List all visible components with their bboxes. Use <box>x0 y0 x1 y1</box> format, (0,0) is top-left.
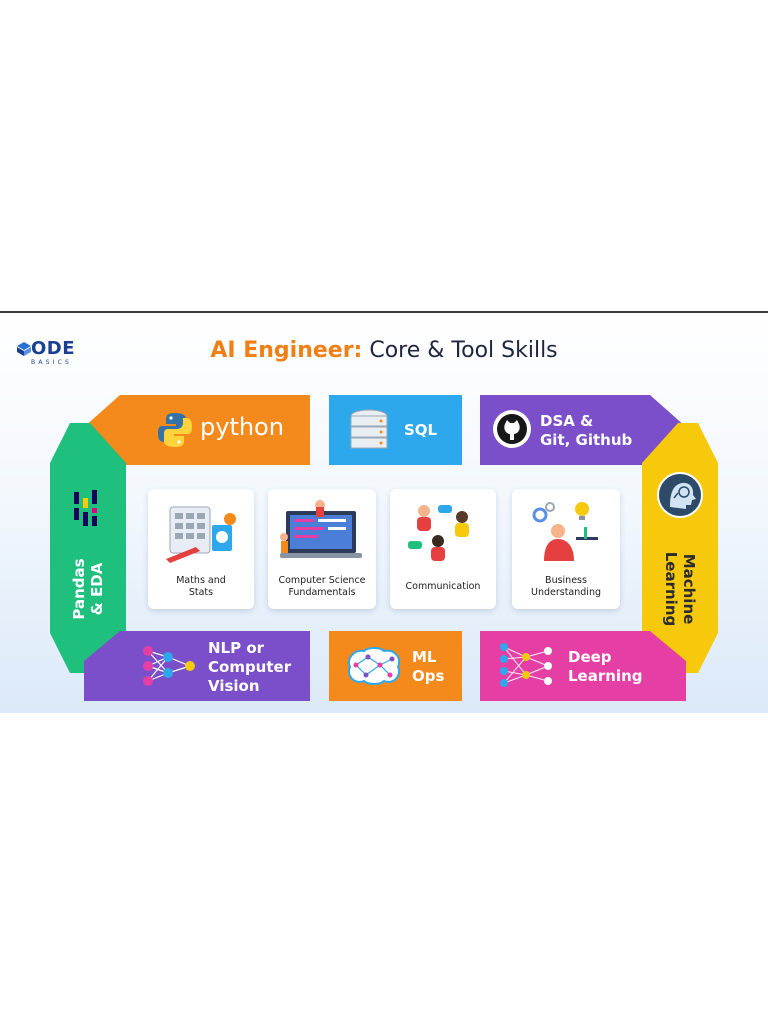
deep-label-line1: Deep <box>568 648 612 666</box>
nlp-label-line2: Computer <box>208 658 292 676</box>
core-label-maths-line2: Stats <box>188 587 214 598</box>
page-title: AI Engineer: Core & Tool Skills <box>0 337 768 365</box>
pandas-label: Pandas & EDA <box>70 547 106 631</box>
brain-icon <box>348 647 400 685</box>
nlp-label-line1: NLP or <box>208 639 265 657</box>
database-icon <box>350 409 388 449</box>
core-label-communication-line1: Communication <box>405 581 481 592</box>
dsa-label-line1: DSA & <box>540 412 594 430</box>
deep-block <box>480 631 686 701</box>
core-label-cs-line1: Computer Science <box>278 575 366 586</box>
core-card-communication: Communication <box>390 489 496 609</box>
ml-label-line1: Machine <box>680 553 698 625</box>
neural-network-icon <box>143 646 195 686</box>
title-accent: AI Engineer: <box>210 338 363 363</box>
core-label-cs-line2: Fundamentals <box>288 587 356 598</box>
nlp-block <box>84 631 310 701</box>
dsa-label-line2: Git, Github <box>540 431 633 449</box>
communication-illustration <box>408 505 469 561</box>
core-label-maths: Maths and Stats <box>150 575 252 599</box>
sql-label: SQL <box>404 421 438 439</box>
top-divider <box>0 311 768 313</box>
core-label-communication: Communication <box>392 581 494 593</box>
core-card-maths: Maths and Stats <box>148 489 254 609</box>
code-basics-logo-icon <box>17 342 31 356</box>
nlp-label-line3: Vision <box>208 677 260 695</box>
core-label-business-line1: Business <box>545 575 587 586</box>
core-label-maths-line1: Maths and <box>176 575 226 586</box>
pandas-label-line2: & EDA <box>88 562 106 616</box>
mlops-label-line1: ML <box>412 648 437 666</box>
ai-head-icon <box>657 472 703 518</box>
skill-shapes <box>50 395 718 701</box>
pandas-label-line1: Pandas <box>70 558 88 620</box>
logo-subtext: BASICS <box>31 359 72 366</box>
deep-label-line2: Learning <box>568 667 643 685</box>
github-icon <box>493 410 531 448</box>
mlops-label-line2: Ops <box>412 667 445 685</box>
skills-infographic: ODE BASICS AI Engineer: Core & Tool Skil… <box>0 313 768 713</box>
logo-text: ODE <box>31 338 76 359</box>
python-logo-icon <box>158 413 192 447</box>
maths-illustration <box>166 506 236 563</box>
python-label: python <box>200 413 284 441</box>
code-basics-logo: ODE BASICS <box>16 339 86 369</box>
pandas-icon <box>74 490 97 526</box>
deep-network-icon <box>500 643 552 687</box>
ml-label-line2: Learning <box>662 551 680 627</box>
pandas-block <box>50 423 126 673</box>
core-card-cs: Computer Science Fundamentals <box>268 489 376 609</box>
dsa-block <box>480 395 686 465</box>
cs-illustration <box>280 500 362 558</box>
core-card-business: Business Understanding <box>512 489 620 609</box>
core-label-business-line2: Understanding <box>531 587 601 598</box>
core-label-cs: Computer Science Fundamentals <box>270 575 374 599</box>
python-block <box>84 395 310 465</box>
ml-label: Machine Learning <box>662 547 698 631</box>
business-illustration <box>532 502 598 561</box>
core-label-business: Business Understanding <box>514 575 618 599</box>
title-rest: Core & Tool Skills <box>362 338 558 363</box>
